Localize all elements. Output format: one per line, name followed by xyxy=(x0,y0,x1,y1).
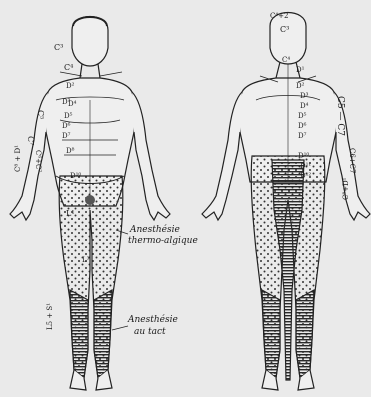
back-label-c8d1: C⁸+D¹ xyxy=(342,177,350,200)
annotation-tact-line2: au tact xyxy=(134,327,166,337)
front-label-c7: C⁷ xyxy=(26,136,35,145)
front-label-d5: D⁵ xyxy=(64,112,73,120)
back-label-d4: D⁴ xyxy=(300,102,309,110)
annotation-tact-line1: Anesthésie xyxy=(127,314,178,325)
front-label-d6: D⁶ xyxy=(62,122,71,130)
back-figure xyxy=(202,13,370,391)
back-label-d1: D¹ xyxy=(296,66,305,74)
back-arm-right xyxy=(202,92,242,220)
back-label-d10: D¹⁰ xyxy=(298,152,309,160)
back-label-d12: D¹² xyxy=(300,172,311,180)
front-label-l1: L¹ xyxy=(66,209,75,218)
front-head xyxy=(72,17,108,67)
back-label-d2: D² xyxy=(296,82,305,90)
front-annotations: Anesthésie thermo-algique Anesthésie au … xyxy=(112,224,198,337)
back-label-c3: C³ xyxy=(280,25,289,34)
back-label-c2c3: C⁴+2 xyxy=(270,12,288,20)
annotation-thermo-line2: thermo-algique xyxy=(128,236,198,246)
back-label-d3: D³ xyxy=(300,92,309,100)
back-label-c6c7: C6+C7 xyxy=(348,148,356,173)
back-label-d7: D⁷ xyxy=(298,132,307,140)
front-legs-tact-zone xyxy=(70,290,88,378)
front-label-l3: L³ xyxy=(82,256,90,264)
back-label-c4: C⁴ xyxy=(282,56,290,64)
back-label-c5c7: C5 — C7 xyxy=(335,96,345,136)
front-legs-thermo-zone xyxy=(59,176,123,378)
annotation-tact-leader xyxy=(112,326,128,330)
front-label-d10: D¹⁰ xyxy=(70,172,81,180)
front-label-d7: D⁷ xyxy=(62,132,71,140)
front-label-c6c7: C⁶+C⁷ xyxy=(34,150,42,172)
front-label-d8: D⁸ xyxy=(66,147,75,155)
front-label-d4: D⁴ xyxy=(68,100,77,108)
back-label-d5: D⁵ xyxy=(298,112,307,120)
front-label-d2: D² xyxy=(66,82,75,90)
annotation-thermo-line1: Anesthésie xyxy=(129,224,180,235)
front-label-c3: C³ xyxy=(54,43,63,52)
front-label-c4: C⁴ xyxy=(64,63,73,72)
front-label-c8d1: C⁸ + D¹ xyxy=(14,145,22,172)
front-arm-left xyxy=(132,92,170,220)
front-label-c5: C⁵ xyxy=(36,110,45,119)
front-label-l5s1: L5 + S¹ xyxy=(46,303,54,330)
back-label-d6: D⁶ xyxy=(298,122,307,130)
back-label-d11: D¹¹ xyxy=(300,162,311,170)
